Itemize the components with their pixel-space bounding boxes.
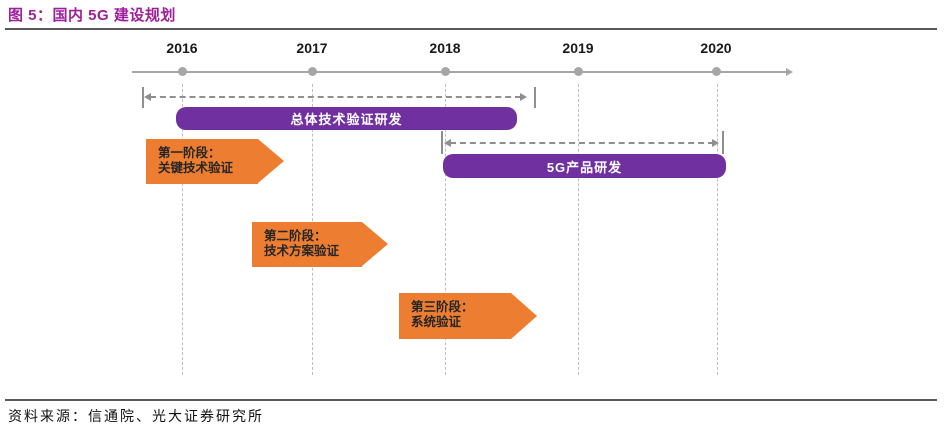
timeline-axis-arrow [132,68,793,76]
timeline-dot-2017 [308,67,317,76]
duration-arrow-2-left-tick [441,131,443,154]
timeline-dot-2020 [712,67,721,76]
duration-arrow-1-right-tick [534,87,536,108]
title-divider-line [5,28,937,30]
duration-arrow-2-left-arrowhead-icon [444,139,451,147]
phase-1-subtitle: 关键技术验证 [158,161,234,175]
gridline-2016 [182,84,183,375]
duration-arrow-1-left-arrowhead-icon [144,93,151,101]
year-label-2020: 2020 [700,40,732,56]
year-label-2019: 2019 [562,40,594,56]
gridline-2020 [717,84,718,375]
timeline-dot-2018 [441,67,450,76]
duration-arrow-2-dashed-line [450,142,714,144]
year-label-2017: 2017 [296,40,328,56]
year-label-2016: 2016 [166,40,198,56]
figure-title: 图 5：国内 5G 建设规划 [8,7,176,24]
duration-arrow-2-right-arrowhead-icon [712,139,719,147]
duration-arrow-1-left-tick [142,87,144,108]
source-note: 资料来源：信通院、光大证券研究所 [8,410,264,425]
phase-3-title: 第三阶段： [411,300,474,314]
timeline-dot-2016 [178,67,187,76]
bar-overall-tech-verification-rd: 总体技术验证研发 [176,107,517,130]
phase-arrow-1: 第一阶段： 关键技术验证 [146,139,284,184]
phase-2-title: 第二阶段： [264,229,327,243]
year-label-2018: 2018 [429,40,461,56]
bar-5g-product-rd: 5G产品研发 [443,154,726,178]
phase-arrow-3: 第三阶段： 系统验证 [399,293,537,339]
phase-arrow-2: 第二阶段： 技术方案验证 [252,222,388,267]
gridline-2019 [578,84,579,375]
duration-arrow-1-dashed-line [150,96,521,98]
phase-3-subtitle: 系统验证 [411,315,462,329]
phase-2-subtitle: 技术方案验证 [264,244,340,258]
gridline-2018 [445,84,446,375]
timeline-dot-2019 [574,67,583,76]
duration-arrow-1-right-arrowhead-icon [520,93,527,101]
phase-1-title: 第一阶段： [158,146,221,160]
source-divider-line [5,399,937,401]
duration-arrow-2-right-tick [722,131,724,154]
